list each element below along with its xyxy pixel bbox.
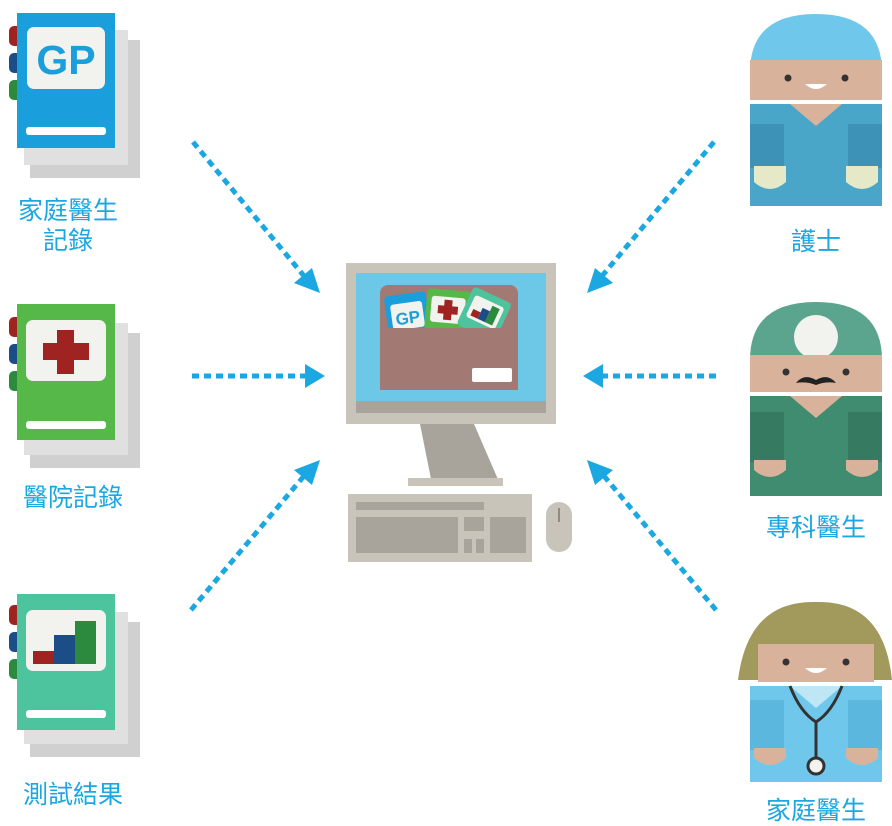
test-results-label: 測試結果 (22, 780, 123, 809)
gp-doctor-icon (738, 601, 892, 782)
arrows (189, 140, 718, 612)
arrow-gp-records (191, 140, 306, 278)
gp-records-book: GP (9, 13, 140, 178)
nurse-icon (750, 14, 882, 206)
folder-icon: GP (380, 285, 518, 390)
arrow-nurse (600, 140, 716, 278)
arrow-test-results (189, 474, 306, 612)
bar-chart-icon (33, 621, 96, 664)
test-results-book (9, 594, 140, 757)
gp-label: 家庭醫生 (765, 796, 866, 825)
desktop-computer: GP (346, 263, 572, 562)
stethoscope-icon (788, 685, 844, 762)
specialist-doctor-icon (750, 302, 882, 496)
arrow-gp (602, 474, 718, 612)
red-cross-icon (43, 330, 89, 374)
nurse-label: 護士 (790, 227, 841, 256)
hospital-records-book (9, 304, 140, 468)
arrowheads (294, 268, 613, 485)
svg-text:GP: GP (394, 307, 421, 329)
specialist-label: 專科醫生 (765, 513, 866, 542)
gp-records-label: 家庭醫生 記錄 (17, 196, 118, 255)
gp-badge-icon: GP (36, 37, 95, 83)
hospital-records-label: 醫院記錄 (22, 483, 123, 512)
